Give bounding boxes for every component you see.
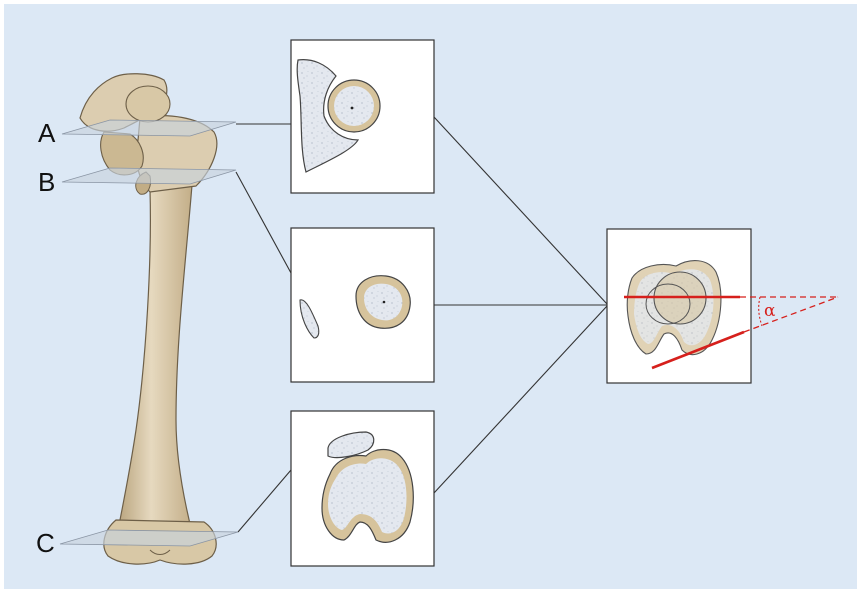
shaft-center-dot — [383, 301, 386, 304]
plane-label-a: A — [38, 118, 56, 148]
plane-label-c: C — [36, 528, 55, 558]
plane-label-b: B — [38, 167, 55, 197]
femoral-head — [126, 86, 170, 122]
section-box-head — [291, 40, 434, 193]
section-box-condyles — [291, 411, 434, 566]
section-box-shaft — [291, 228, 434, 382]
angle-alpha-label: α — [764, 301, 776, 321]
femoral-head-section-core — [334, 86, 374, 126]
section-box-superimposed — [607, 229, 751, 383]
head-center-dot — [351, 107, 354, 110]
